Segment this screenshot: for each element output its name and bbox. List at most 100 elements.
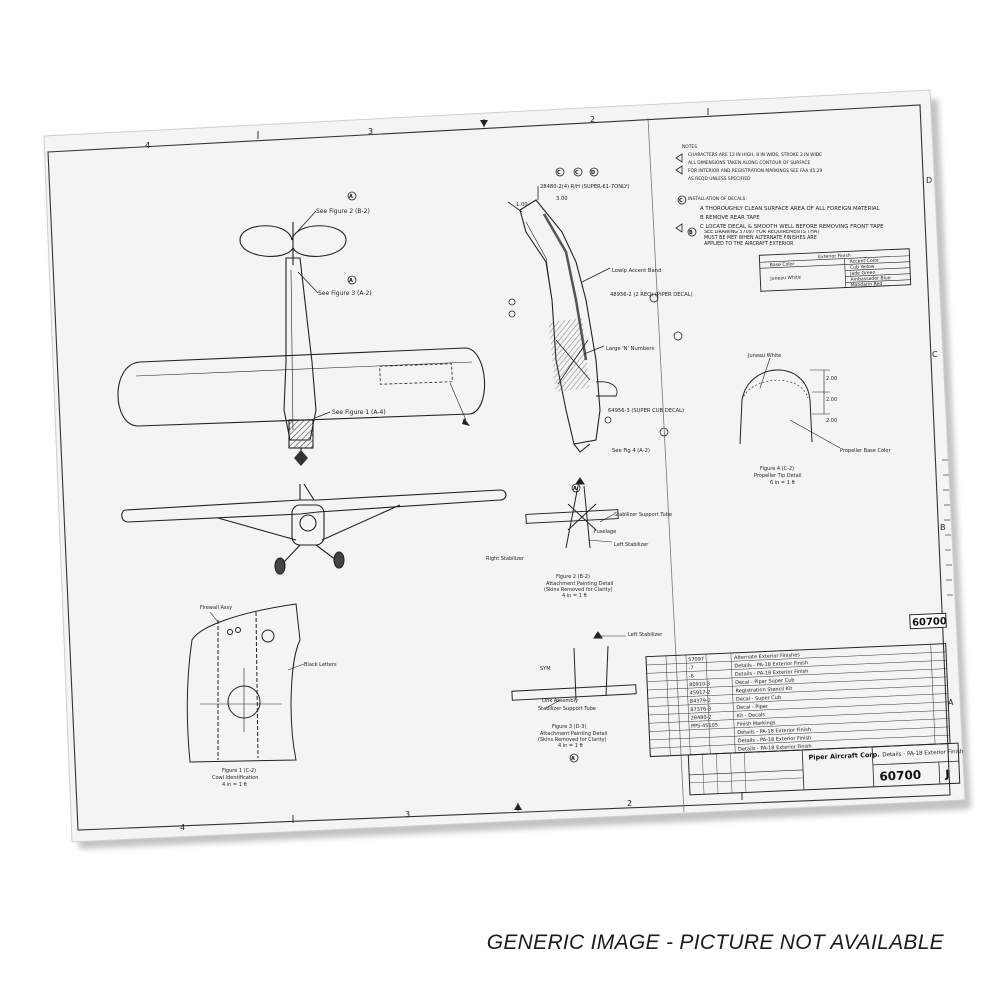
- parts-row-divider: [648, 709, 949, 724]
- wing-front: [121, 489, 507, 523]
- note-3: FOR INTERIOR AND REGISTRATION MARKINGS S…: [688, 168, 822, 174]
- parts-column-divider: [930, 644, 936, 745]
- fig2-sub1: Attachment Painting Detail: [546, 581, 613, 587]
- note-9-wrap: SEE DRAWING 57097 FOR REQUIREMENTS THAT …: [704, 230, 820, 247]
- zone-bottom-3: 3: [405, 810, 410, 819]
- parts-row-divider: [649, 726, 950, 741]
- callout-lowlp-band: Lowlp Accent Band: [612, 268, 661, 274]
- part-decal-top: 28480-2(4) R/H (SUPER-61-7ONLY): [540, 184, 630, 190]
- note-1: CHARACTERS ARE 12 IN HIGH, 8 IN WIDE, ST…: [688, 152, 822, 158]
- ref-c-3: C: [679, 198, 683, 204]
- fig1-label-right: Black Letters: [304, 662, 337, 668]
- parts-row-number: 84379-2: [690, 698, 711, 705]
- dwg-number-tab: 60700: [912, 616, 947, 629]
- finish-base: Juneau White: [769, 274, 801, 281]
- zone-right-c: C: [932, 350, 938, 359]
- fig2-label-tube: Stabilizer Support Tube: [614, 512, 672, 518]
- dim-3-00: 3.00: [556, 196, 568, 202]
- parts-row-description: Kit - Decals: [737, 712, 766, 719]
- note-9: SEE DRAWING 57097 FOR REQUIREMENTS THAT …: [704, 230, 820, 247]
- callout-see-fig2: See Figure 2 (B-2): [316, 208, 370, 215]
- parts-row-number: -7: [688, 665, 693, 671]
- parts-row-divider: [648, 701, 949, 716]
- ref-a-3: A: [573, 486, 577, 492]
- fig1-label-top: Firewall Assy: [200, 605, 232, 611]
- note-0: NOTES: [682, 144, 697, 150]
- callout-see-fig1: See Figure 1 (A-4): [332, 409, 386, 416]
- parts-row-number: 28480-2: [691, 715, 712, 722]
- ref-b-1: B: [689, 230, 693, 236]
- drawing-number: 60700: [879, 768, 921, 784]
- finish-accent-2: Ambassador Blue: [850, 275, 891, 283]
- fig4-sub: Propeller Tip Detail: [754, 473, 801, 479]
- parts-row-divider: [647, 684, 948, 699]
- inner-border: [47, 104, 951, 831]
- finish-table: Exterior Finish Base Color Accent Color …: [758, 248, 912, 292]
- fig3-sub2: (Skins Removed for Clarity): [538, 737, 607, 743]
- note-8: C LOCATE DECAL & SMOOTH WELL BEFORE REMO…: [700, 224, 884, 230]
- figure-4-propeller: [739, 357, 841, 449]
- figure-1-cowl: [186, 603, 305, 763]
- zone-right-a: A: [948, 698, 954, 707]
- paper: [43, 89, 966, 843]
- fig4-dim-0: 2.00: [826, 376, 837, 382]
- fig3-label-tube: Stabilizer Support Tube: [538, 706, 596, 712]
- drawing-revision: J: [944, 768, 950, 781]
- parts-row-divider: [646, 659, 947, 674]
- part-decal-cub: 64956-3 (SUPER CUB DECAL): [608, 408, 684, 414]
- parts-row-divider: [649, 718, 949, 732]
- fig2-label-fus: Fuselage: [594, 529, 616, 535]
- parts-row-number: 80910-3: [689, 681, 710, 688]
- callout-large-numbers: Large 'N' Numbers: [606, 346, 654, 352]
- parts-row-description: Finish Markings: [737, 720, 776, 728]
- image-caption: GENERIC IMAGE - PICTURE NOT AVAILABLE: [486, 931, 944, 954]
- parts-column-divider: [705, 654, 711, 754]
- horizontal-stabilizer: [239, 225, 347, 257]
- parts-row-number: 57097: [688, 656, 704, 663]
- note-5: INSTALLATION OF DECALS:: [688, 196, 747, 202]
- top-view-aircraft: [117, 222, 486, 466]
- note-7: B REMOVE REAR TAPE: [700, 215, 760, 221]
- drawing-content: 4 3 2 4 3 2 D C B A: [47, 104, 964, 832]
- parts-row-description: Details - PA-18 Exterior Finish: [738, 735, 812, 744]
- parts-row-number: PPS-45105: [691, 723, 718, 730]
- notes-block: NOTES CHARACTERS ARE 12 IN HIGH, 8 IN WI…: [682, 144, 822, 202]
- parts-row-description: Details - PA-18 Exterior Finish: [735, 669, 809, 678]
- fig4-dim-2: 2.00: [826, 418, 837, 424]
- finish-col-accent: Accent Color: [850, 258, 879, 265]
- parts-row-divider: [647, 676, 948, 691]
- fig4-scale: 6 in = 1 ft: [770, 480, 795, 486]
- callout-see-fig3: See Figure 3 (A-2): [318, 290, 372, 297]
- fig3-label-link: Link Assembly: [542, 698, 578, 704]
- parts-row-description: Decal - Super Cub: [736, 695, 781, 703]
- parts-row-description: Details - PA-18 Exterior Finish: [738, 744, 812, 753]
- zone-bottom-4: 4: [180, 823, 185, 832]
- ref-a-1: A: [349, 194, 353, 200]
- zone-top-4: 4: [145, 141, 150, 150]
- parts-row-description: Decal - Piper Super Cub: [735, 678, 795, 687]
- wing-top: [117, 347, 486, 427]
- fig2-label-left: Right Stabilizer: [486, 556, 525, 562]
- fig1-title: Figure 1 (C-2): [222, 768, 256, 774]
- fig3-title: Figure 3 (D-3): [552, 724, 586, 730]
- figure-2-detail: [525, 477, 619, 549]
- parts-row-description: Details - PA-18 Exterior Finish: [737, 727, 811, 736]
- finish-accent-3: Mandarin Red: [851, 281, 883, 288]
- fig2-label-right: Left Stabilizer: [614, 542, 649, 548]
- fig3-label-sym: SYM: [540, 666, 551, 672]
- zone-bottom-2: 2: [627, 799, 632, 808]
- fig4-label-base: Propeller Base Color: [840, 448, 891, 454]
- ref-a-4: A: [571, 756, 575, 762]
- parts-column-divider: [665, 655, 671, 756]
- zone-top-2: 2: [590, 115, 595, 124]
- drawing-title: Details - PA-18 Exterior Finish: [882, 749, 964, 759]
- fig2-scale: 4 in = 1 ft: [562, 593, 587, 599]
- finish-header: Exterior Finish: [818, 253, 851, 260]
- fig2-title: Figure 2 (B-2): [556, 574, 590, 580]
- zone-top-3: 3: [368, 127, 373, 136]
- zone-right-b: B: [940, 523, 946, 532]
- company-name: Piper Aircraft Corp.: [808, 751, 879, 762]
